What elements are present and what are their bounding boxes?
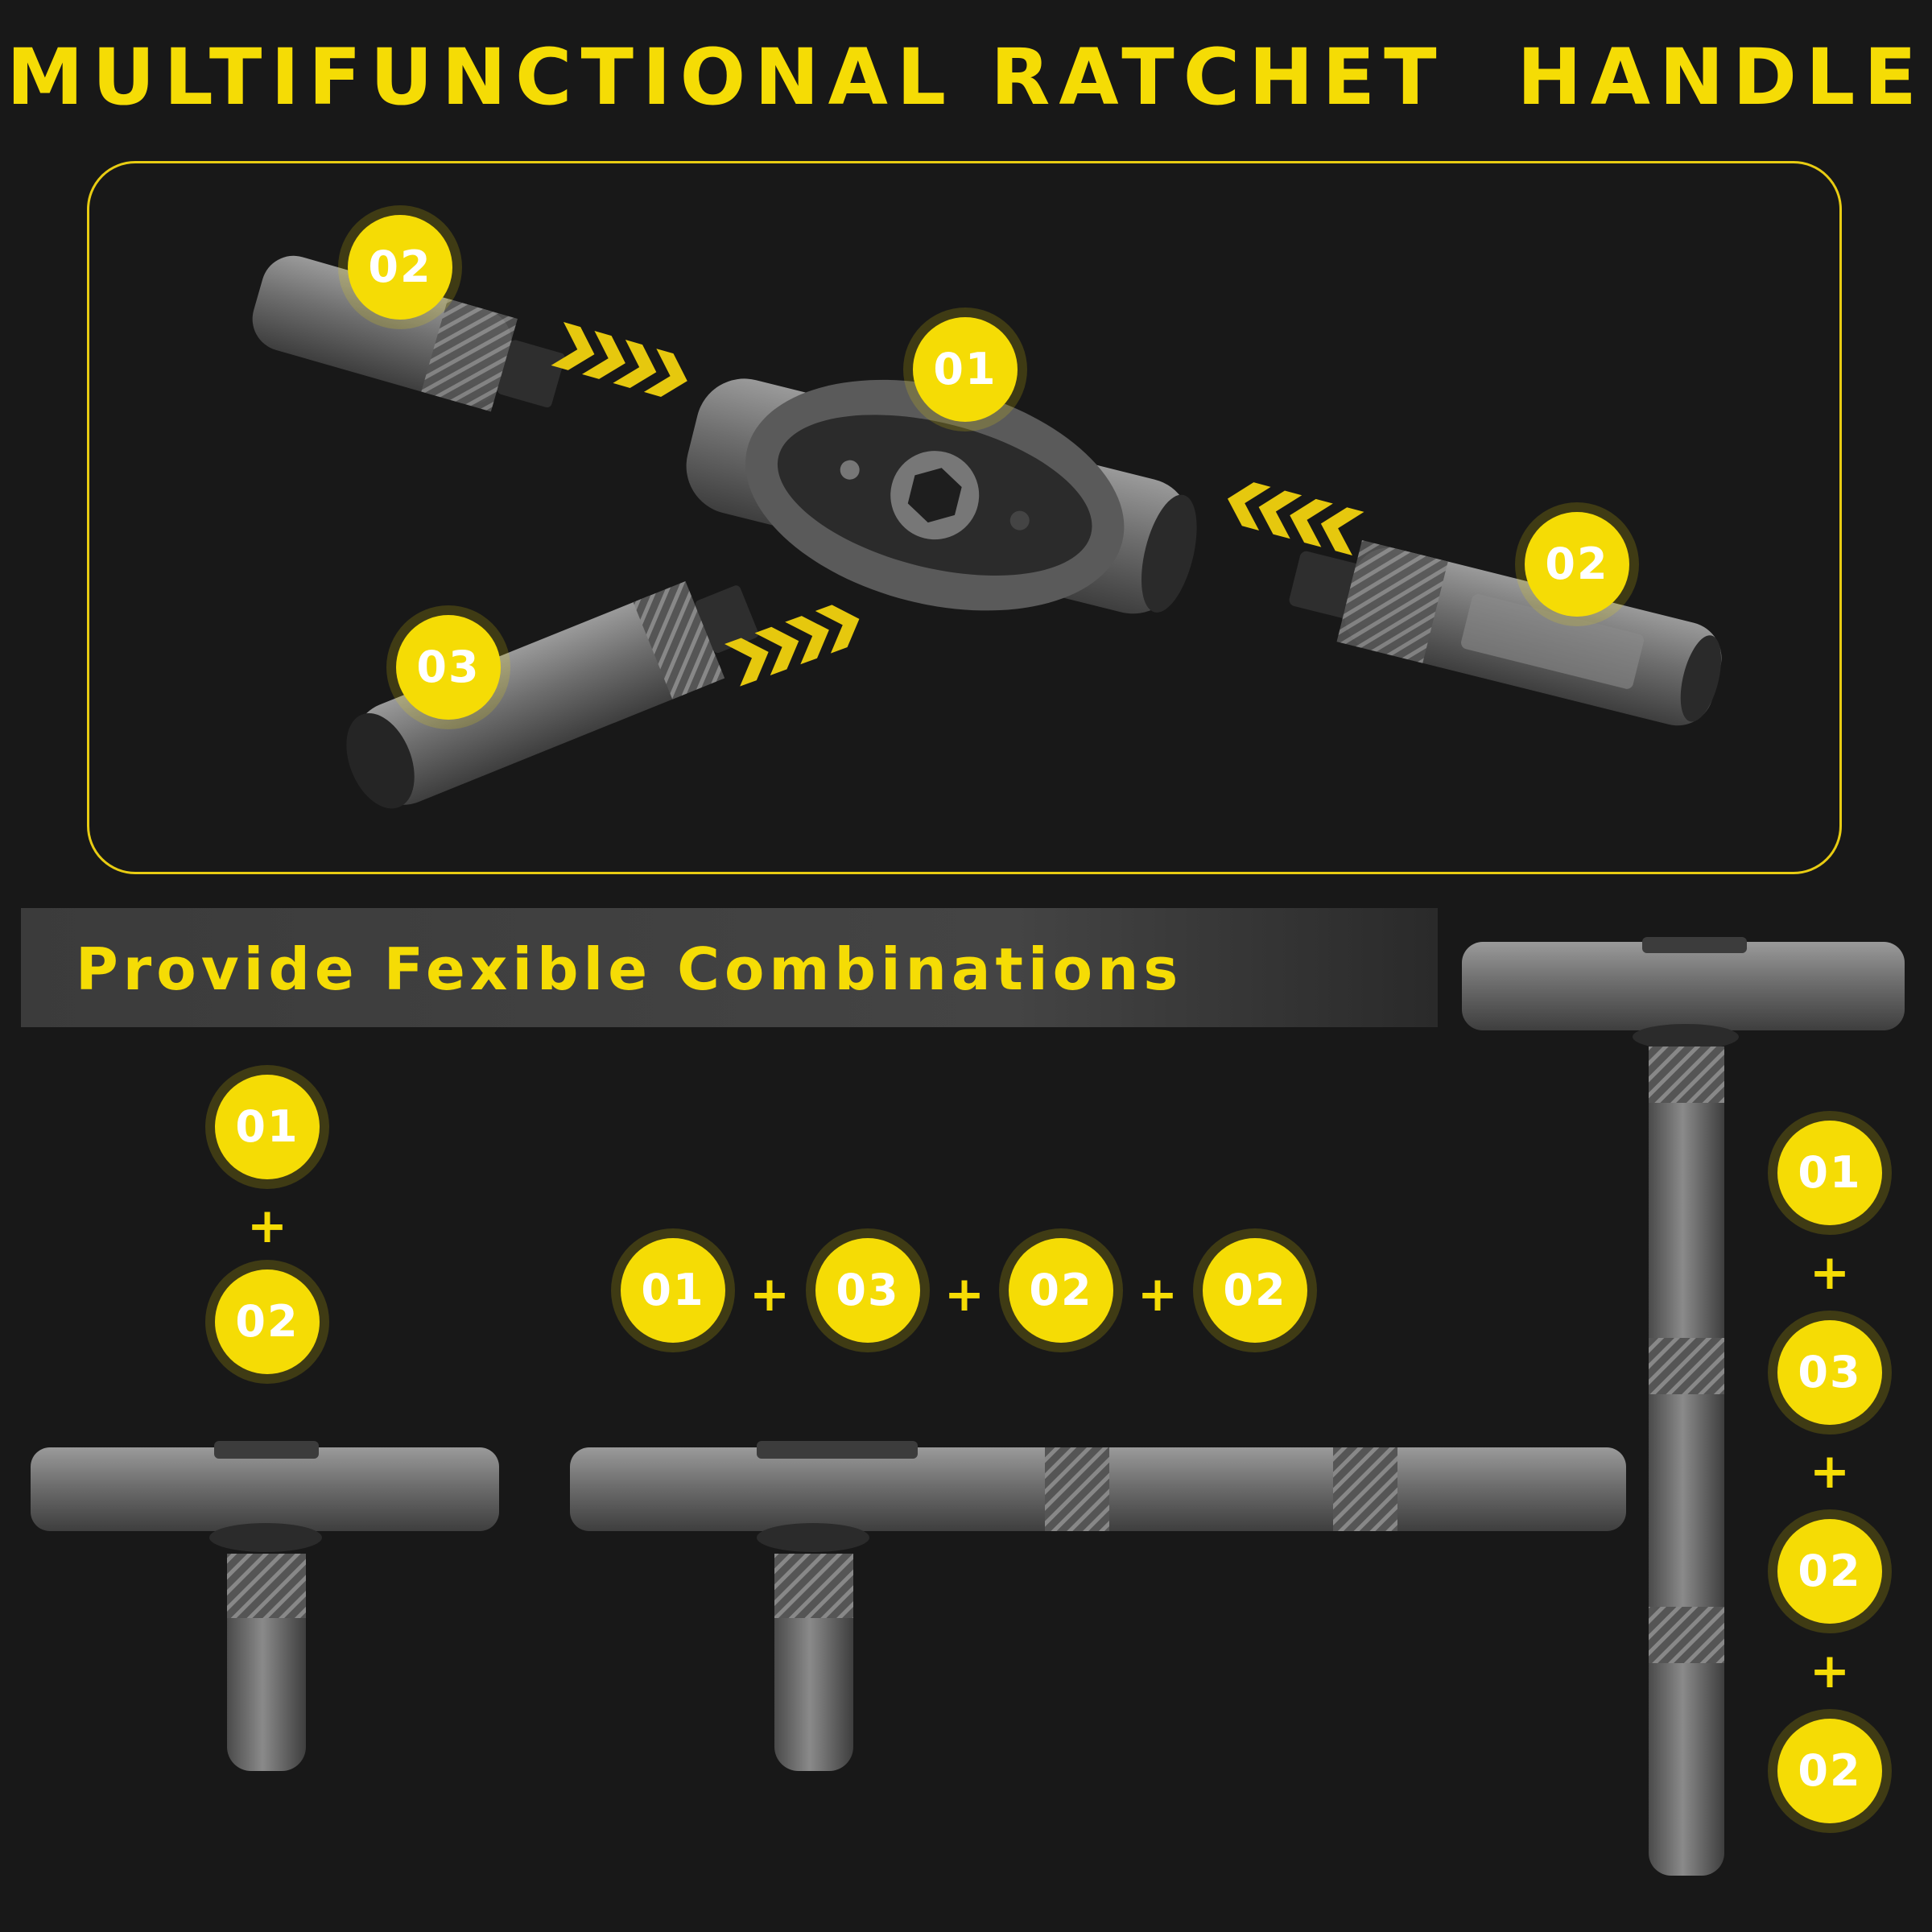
arrow-chevrons-right-top [551,322,694,403]
combo1-badge-2: 02 [215,1269,320,1374]
combo2-plus-2: + [943,1266,985,1323]
combinations-banner: Provide Fexible Combinations [21,908,1438,1027]
extension-bar-02-right [1289,539,1722,726]
combo2-badge-1: 01 [621,1238,725,1343]
part-badge-02-right: 02 [1525,512,1629,617]
combo-tall-vertical [1462,937,1905,1876]
combo3-plus-3: + [1809,1643,1851,1699]
combo3-plus-1: + [1809,1245,1851,1301]
part-badge-01: 01 [913,317,1018,422]
part-badge-03: 03 [396,615,501,720]
combo3-plus-2: + [1809,1443,1851,1500]
extension-bar-02-left [252,255,565,412]
combo2-badge-4: 02 [1203,1238,1307,1343]
combo-long-horizontal [570,1441,1626,1771]
combo-t-handle-short [31,1441,499,1771]
page-title: MULTIFUNCTIONAL RATCHET HANDLE [6,32,1926,122]
combo3-badge-4: 02 [1777,1719,1882,1823]
part-badge-02-left: 02 [348,215,452,320]
combo3-badge-1: 01 [1777,1121,1882,1225]
combo2-badge-2: 03 [815,1238,920,1343]
socket-adapter-03 [346,580,759,809]
combo3-badge-3: 02 [1777,1519,1882,1624]
combo1-plus-1: + [246,1198,288,1254]
banner-heading: Provide Fexible Combinations [76,935,1183,1003]
combo1-badge-1: 01 [215,1075,320,1179]
parts-frame [87,161,1842,874]
combo2-plus-3: + [1137,1266,1179,1323]
combo2-plus-1: + [749,1266,791,1323]
arrow-chevrons-left [1221,477,1364,555]
combo2-badge-3: 02 [1009,1238,1113,1343]
ratchet-head-01 [686,378,1197,614]
combo3-badge-2: 03 [1777,1320,1882,1425]
